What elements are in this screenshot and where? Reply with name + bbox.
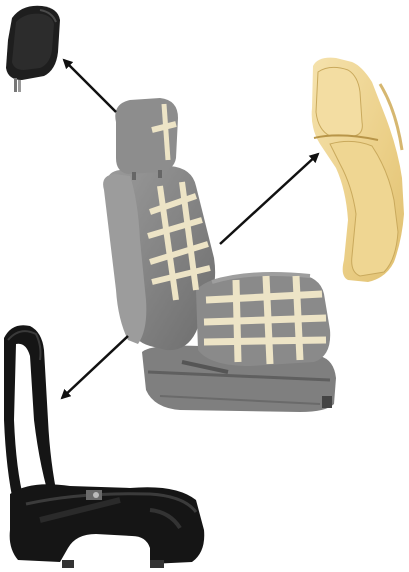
foam-cushion-icon bbox=[312, 58, 404, 282]
arrow-to-headrest bbox=[64, 60, 116, 112]
car-seat-icon bbox=[103, 98, 336, 412]
arrow-to-foam-cushion bbox=[220, 154, 318, 244]
arrow-to-seat-frame bbox=[62, 336, 128, 398]
headrest-icon bbox=[6, 6, 60, 92]
